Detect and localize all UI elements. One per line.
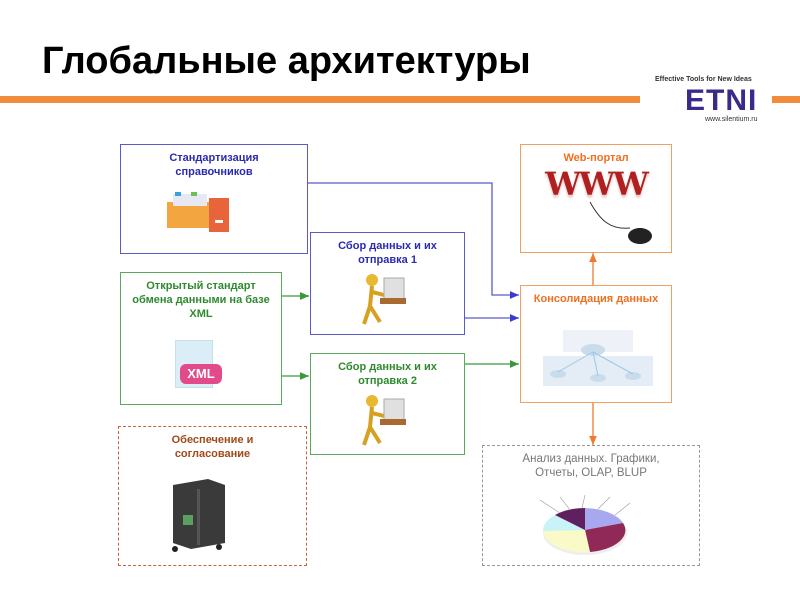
analysis-label: Анализ данных. Графики, Отчеты, OLAP, BL… [522, 453, 660, 479]
pie-chart-icon [539, 495, 631, 555]
web-portal-label: Web-портал [563, 152, 629, 164]
www-graphic: WWW [545, 165, 649, 203]
analysis-box: Анализ данных. Графики, Отчеты, OLAP, BL… [482, 445, 700, 566]
logo-brand: ETNI [685, 84, 758, 117]
courier-figure-icon [362, 274, 406, 325]
consolidation-box: Консолидация данных [520, 285, 672, 403]
page-title: Глобальные архитектуры [42, 40, 531, 82]
database-diagram-icon [543, 330, 653, 386]
logo-tagline: Effective Tools for New Ideas [655, 76, 752, 83]
support-box: Обеспечение и согласование [118, 426, 307, 566]
directories-label: Стандартизация справочников [169, 152, 259, 178]
title-divider-right [772, 96, 800, 103]
courier-figure-icon [362, 395, 406, 446]
xml-badge: XML [180, 364, 222, 384]
collect-1-box: Сбор данных и их отправка 1 [310, 232, 465, 335]
mouse-icon [589, 201, 652, 244]
web-portal-box: Web-портал WWW [520, 144, 672, 253]
consolidation-label: Консолидация данных [533, 293, 659, 305]
xml-box: Открытый стандарт обмена данными на базе… [120, 272, 282, 405]
collect-2-box: Сбор данных и их отправка 2 [310, 353, 465, 455]
card-file-icon [167, 192, 229, 232]
directories-box: Стандартизация справочников [120, 144, 308, 254]
server-rack-icon [172, 479, 225, 552]
collect-1-label: Сбор данных и их отправка 1 [338, 240, 437, 266]
collect-2-label: Сбор данных и их отправка 2 [338, 361, 437, 387]
support-label: Обеспечение и согласование [171, 434, 254, 460]
title-divider [0, 96, 640, 103]
logo-url: www.silentium.ru [705, 116, 758, 123]
etni-logo: Effective Tools for New Ideas ETNI www.s… [655, 70, 765, 130]
xml-label: Открытый стандарт обмена данными на базе… [132, 280, 270, 320]
